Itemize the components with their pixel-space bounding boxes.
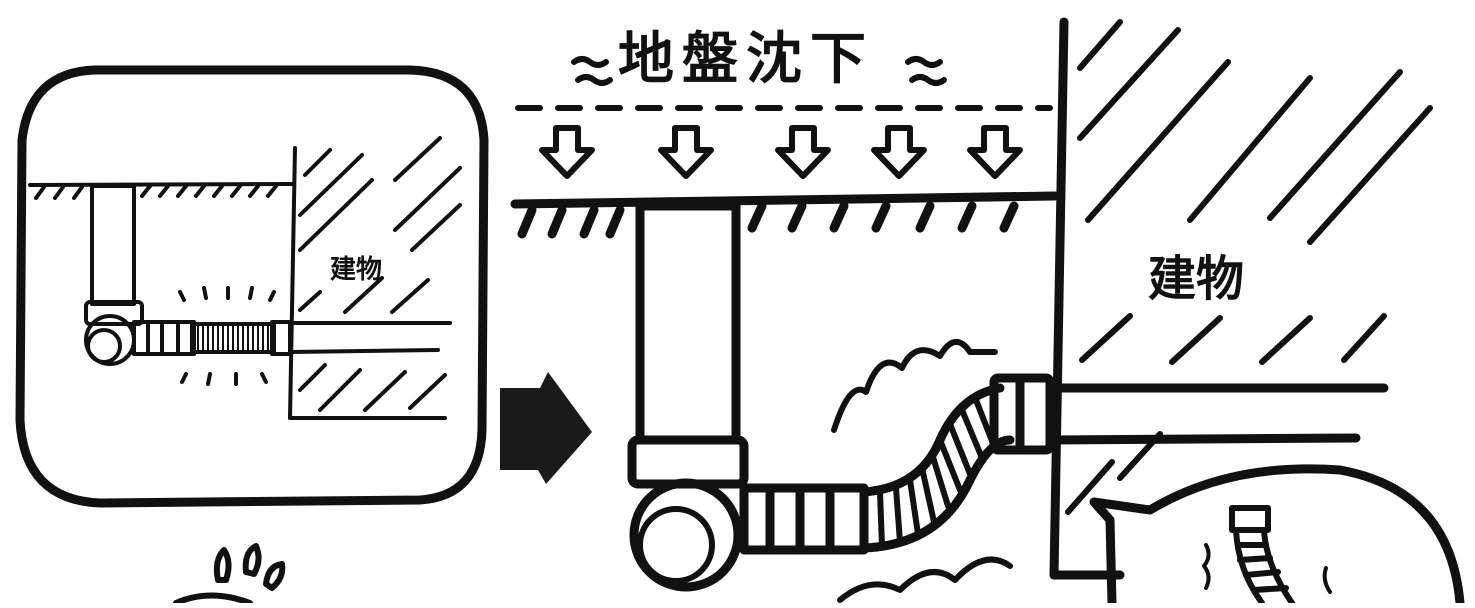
horizontal-pipe-large [744,488,864,550]
vertical-pipe-large [640,206,736,440]
ground-line-small [30,184,292,185]
flex-hose-bottom [864,440,1010,548]
burst-marks [840,560,1010,600]
zoom-pipe [1232,508,1292,603]
strain-marks [834,342,995,430]
elbow-collar-large [632,440,744,484]
flex-hose-ribs-small [198,326,268,350]
transition-arrow [500,372,592,484]
title-label: 地盤沈下 [618,27,874,92]
before-panel: 建物 [20,70,484,503]
building-label-small: 建物 [330,255,382,285]
building-wall-large [1054,22,1064,575]
sweat-drops [176,546,282,603]
after-panel: 地盤沈下 [515,22,1460,603]
settlement-arrows [542,128,1020,176]
building-label-large: 建物 [1148,251,1244,307]
building-wall-small [290,148,295,418]
ground-hatch-small [36,186,276,198]
settled-ground-hatch [522,206,1014,234]
vertical-pipe-small [92,186,134,304]
